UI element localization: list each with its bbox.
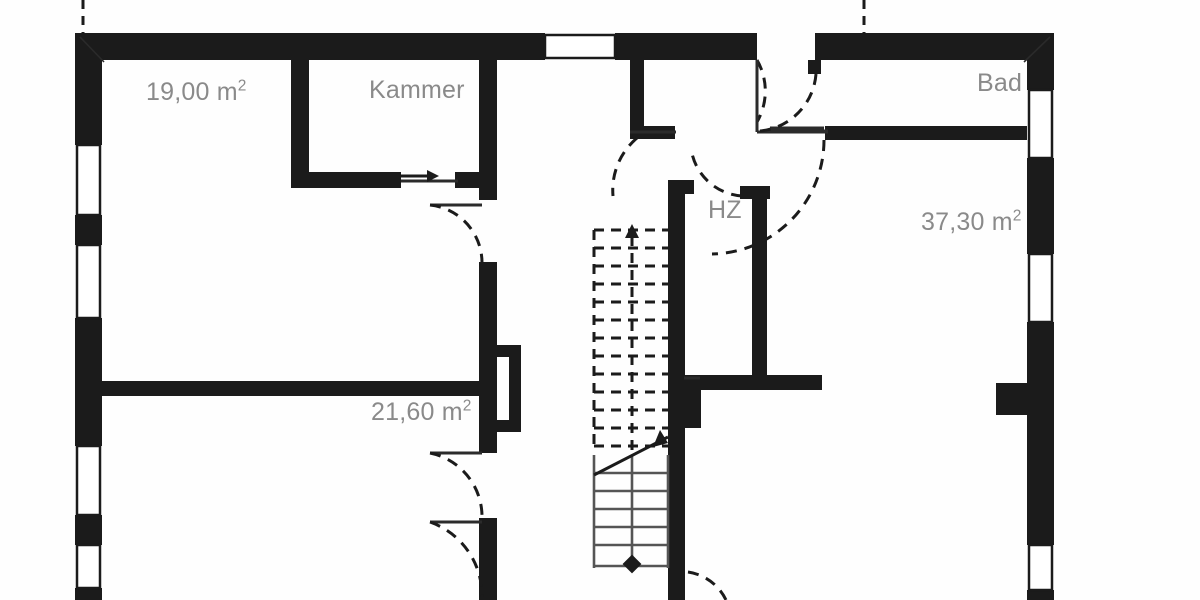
- wall-left-seg-4: [75, 515, 102, 545]
- wall-stub-hz-b: [685, 390, 701, 428]
- door-arc-3730: [711, 139, 826, 256]
- wall-niche-bottom: [497, 420, 521, 432]
- superscript-2: 2: [462, 397, 472, 415]
- wall-spine-lower: [668, 390, 685, 600]
- wall-right-stub: [996, 383, 1029, 415]
- staircase: [592, 224, 670, 574]
- window-right-3: [1027, 543, 1054, 592]
- wall-door-jamb-top: [808, 60, 821, 74]
- wall-hz-bottom: [668, 375, 767, 390]
- room-label-hz: HZ: [708, 196, 742, 224]
- exterior-walls: [75, 33, 1054, 600]
- wall-top-right: [815, 33, 1054, 60]
- wall-partition-upper: [479, 60, 497, 200]
- window-right-1: [1027, 88, 1054, 160]
- wall-kammer-left: [291, 60, 309, 178]
- stair-break-line: [593, 430, 669, 477]
- room-label-bad: Bad: [977, 69, 1023, 97]
- door-arc-hall-left: [611, 136, 638, 197]
- door-arc-bottom-spine: [687, 570, 728, 600]
- stair-up-arrow: [625, 224, 639, 238]
- window-left-1: [75, 143, 102, 217]
- window-left-4: [75, 543, 102, 590]
- wall-hz-right: [752, 186, 767, 382]
- windows: [75, 33, 1054, 592]
- wall-partition-mid-1: [479, 262, 497, 345]
- wall-right-seg-4: [1027, 590, 1054, 600]
- stair-newel-marker: [622, 554, 642, 574]
- window-left-3: [75, 444, 102, 517]
- wall-niche-right: [509, 345, 521, 432]
- door-arc-entry-2: [759, 73, 818, 133]
- wall-partition-lower: [479, 518, 497, 600]
- window-top-1: [543, 33, 617, 60]
- wall-hz-left: [668, 180, 685, 390]
- superscript-2: 2: [1012, 207, 1022, 225]
- wall-horizontal-mid: [97, 381, 487, 396]
- door-arc-lower: [429, 520, 484, 599]
- wall-bad-jamb: [825, 126, 839, 140]
- wall-left-seg-2: [75, 215, 102, 245]
- door-arc-2160: [429, 451, 484, 519]
- superscript-2: 2: [237, 77, 247, 95]
- wall-bad-bottom: [825, 126, 1027, 140]
- room-label-kammer: Kammer: [369, 76, 465, 104]
- room-label-area-3730: 37,30 m2: [921, 207, 1022, 236]
- door-arc-entry: [755, 59, 767, 123]
- stair-dashed-flight: [592, 228, 668, 450]
- window-left-2: [75, 243, 102, 320]
- wall-37-lower-left: [767, 375, 822, 390]
- door-swing-arcs: [429, 59, 826, 600]
- sliding-door-arrow: [399, 170, 439, 182]
- door-arc-hz: [689, 147, 743, 198]
- wall-right-seg-2: [1027, 158, 1054, 254]
- door-arc-19-hall: [429, 203, 484, 264]
- room-label-area-2160: 21,60 m2: [371, 397, 472, 426]
- wall-right-seg-3: [1027, 322, 1054, 545]
- window-right-2: [1027, 252, 1054, 324]
- wall-top-middle: [615, 33, 757, 60]
- wall-left-seg-1: [75, 33, 102, 145]
- wall-top-left: [75, 33, 545, 60]
- room-label-area-19: 19,00 m2: [146, 77, 247, 106]
- wall-right-seg-1: [1027, 33, 1054, 90]
- wall-hz-top-left: [668, 180, 694, 194]
- wall-hall-left-stub: [630, 60, 644, 138]
- wall-kammer-bottom-left: [291, 172, 401, 188]
- wall-left-seg-5: [75, 588, 102, 600]
- corner-hairlines: [79, 36, 1051, 63]
- interior-walls: [97, 60, 1029, 600]
- wall-partition-mid-2: [479, 345, 497, 453]
